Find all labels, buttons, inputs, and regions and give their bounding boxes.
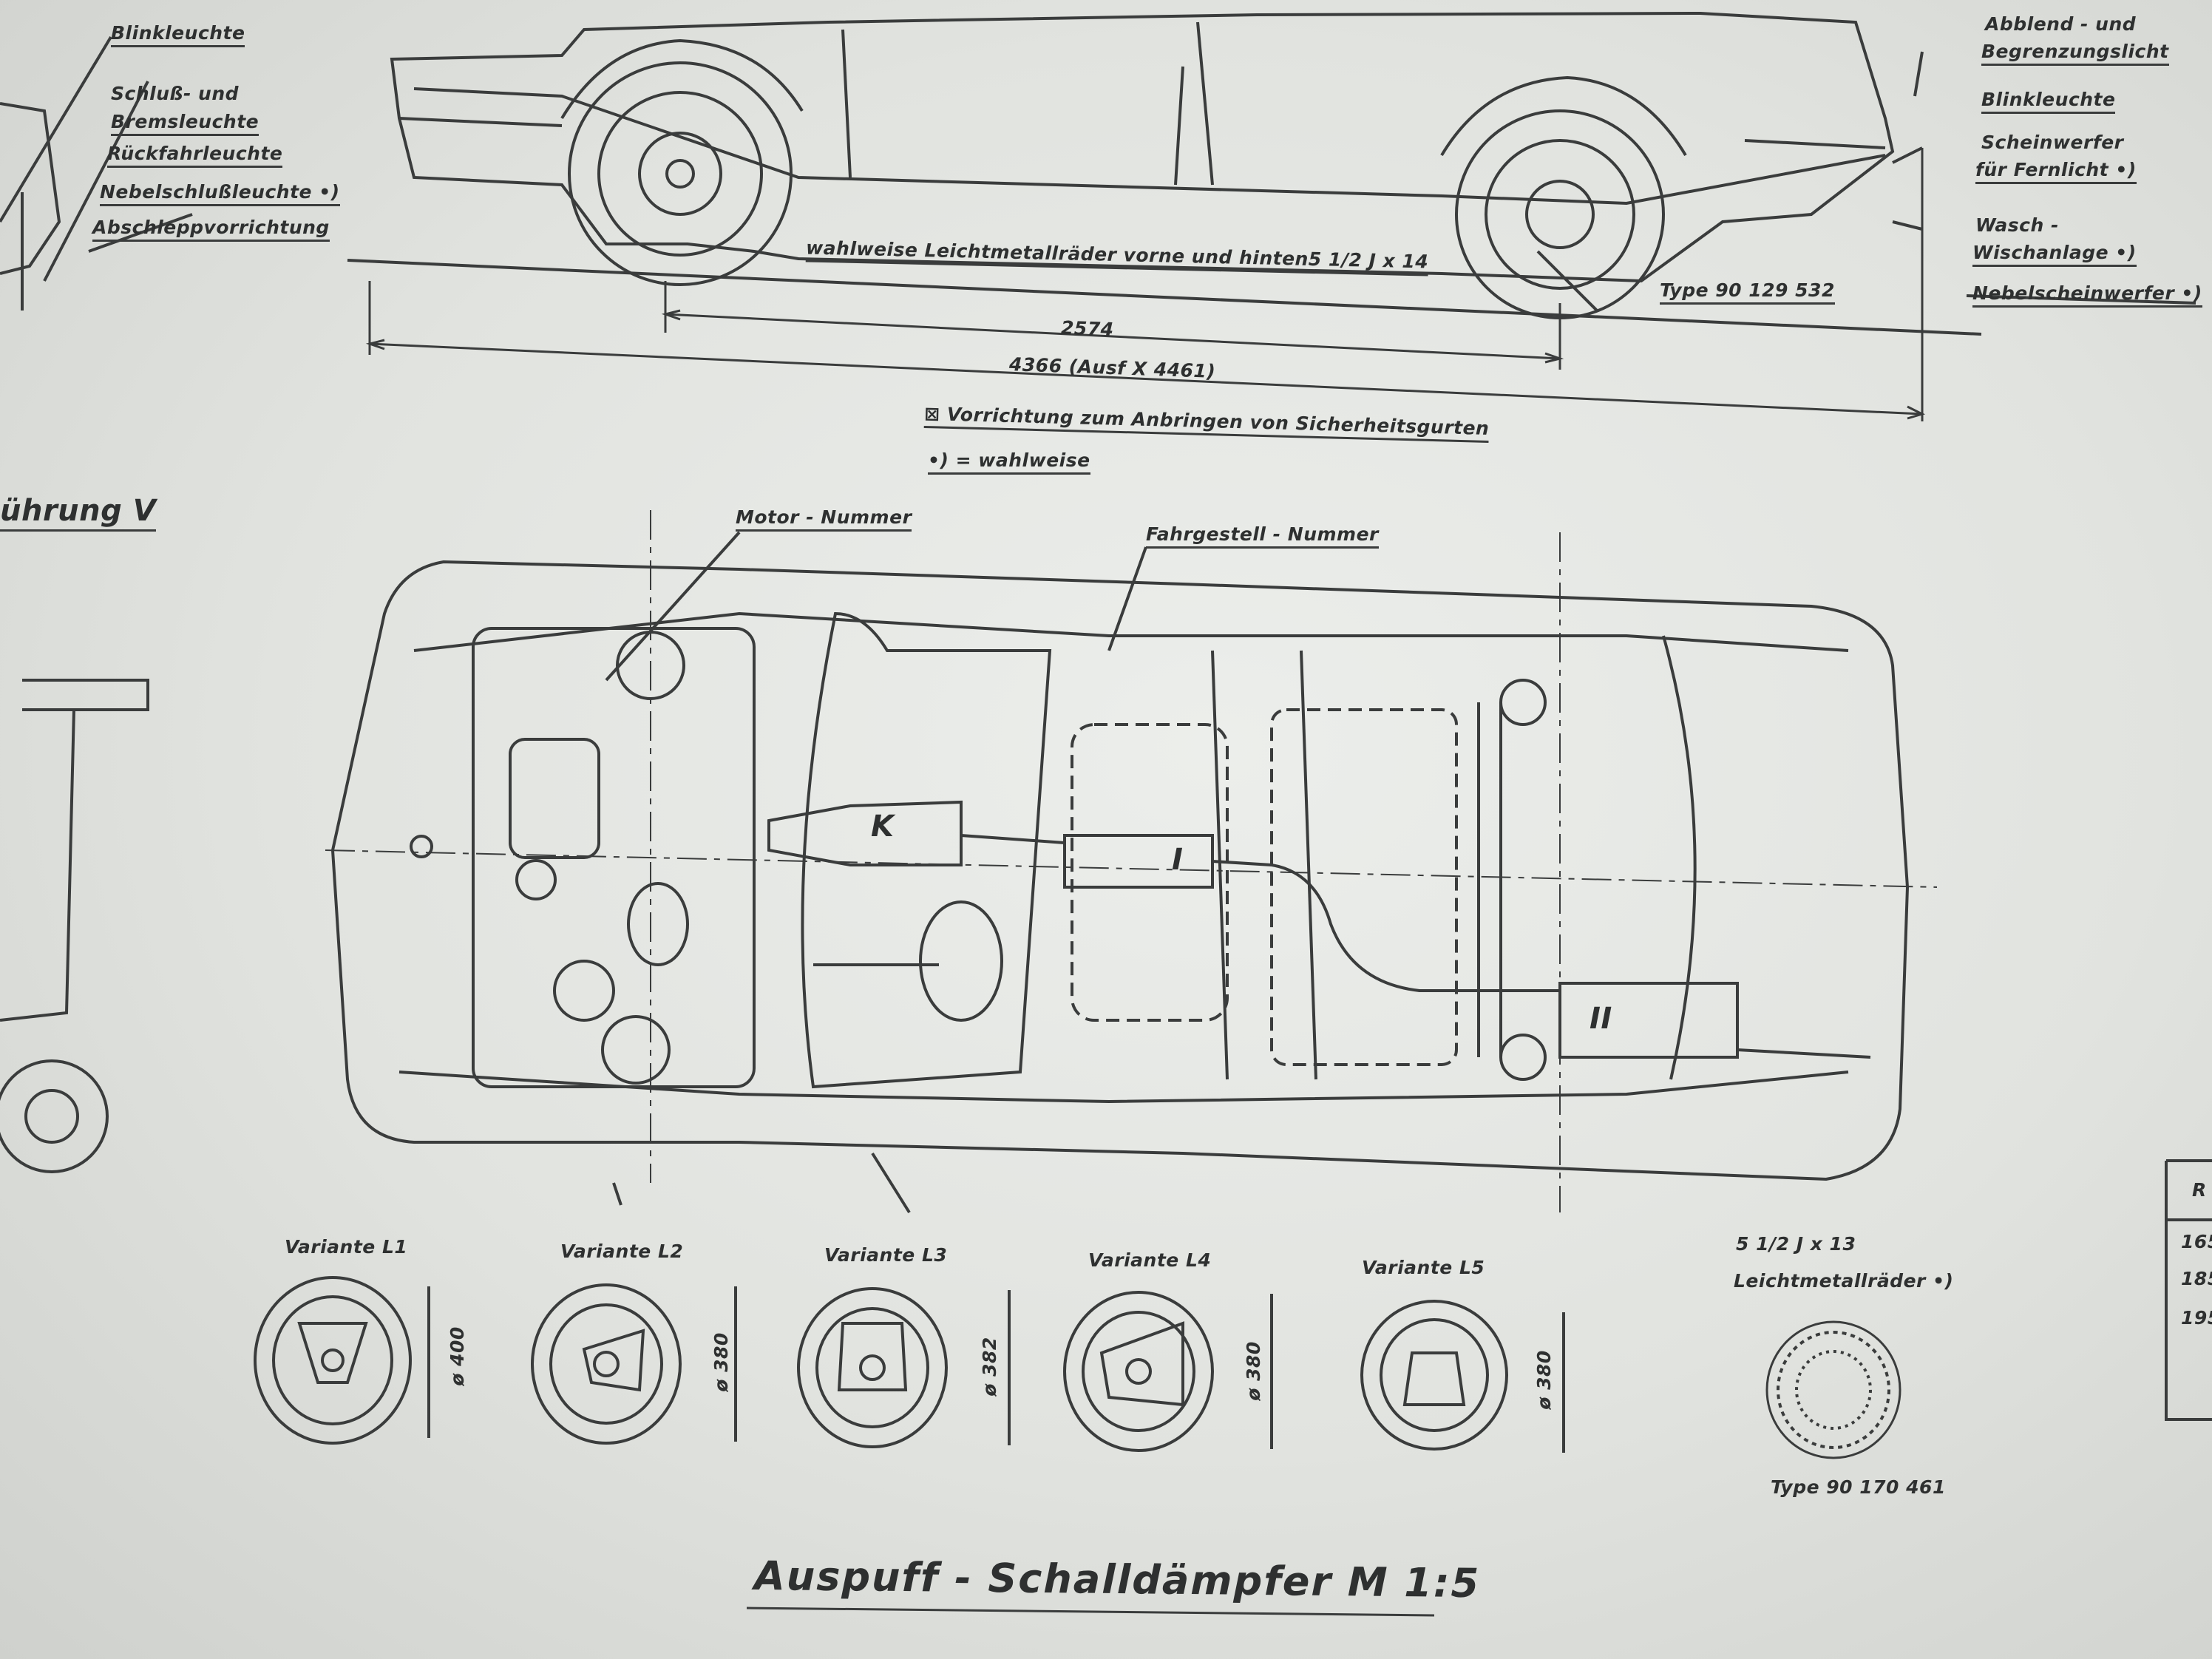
label-abschleppvorrichtung: Abschleppvorrichtung: [92, 217, 330, 242]
steering-wheel-drawings: [254, 1276, 1901, 1459]
label-wischanlage: Wischanlage •): [1972, 242, 2137, 267]
alloy-wheel-label: Leichtmetallräder •): [1734, 1270, 1954, 1292]
label-begrenzungslicht: Begrenzungslicht: [1981, 41, 2169, 66]
chassis-number-label: Fahrgestell - Nummer: [1146, 523, 1379, 549]
alloy-wheel-type: Type 90 170 461: [1771, 1476, 1946, 1498]
variant-l5-label: Variante L5: [1362, 1257, 1485, 1278]
label-blinkleuchte-left: Blinkleuchte: [111, 22, 245, 47]
variant-l3-diameter: ø 382: [978, 1337, 1000, 1397]
variant-l4-diameter: ø 380: [1242, 1341, 1264, 1401]
table-cell-185: 185: [2181, 1268, 2212, 1289]
catalytic-converter-label: K: [871, 810, 895, 844]
label-rueckfahrleuchte: Rückfahrleuchte: [107, 143, 283, 168]
label-fernlicht: für Fernlicht •): [1975, 159, 2137, 184]
variant-l4-label: Variante L4: [1088, 1249, 1212, 1271]
motor-number-label: Motor - Nummer: [736, 506, 912, 532]
section-title-fragment: ührung V: [0, 494, 157, 532]
label-scheinwerfer: Scheinwerfer: [1981, 132, 2124, 153]
optional-note: •) = wahlweise: [928, 449, 1090, 475]
label-schluss-und: Schluß- und: [111, 83, 240, 104]
side-view-type: Type 90 129 532: [1660, 279, 1835, 305]
muffler-1-label: I: [1172, 843, 1184, 877]
exhaust-title: Auspuff - Schalldämpfer M 1:5: [753, 1552, 1481, 1607]
dimension-lines: [365, 148, 1926, 421]
side-view-car: [0, 11, 2196, 336]
wheelbase-dimension: 2574: [1060, 316, 1115, 341]
variant-l2-diameter: ø 380: [710, 1332, 732, 1392]
table-cell-165: 165: [2181, 1231, 2212, 1252]
alloy-wheel-size: 5 1/2 J x 13: [1736, 1233, 1856, 1255]
label-blinkleuchte-right: Blinkleuchte: [1981, 89, 2116, 114]
variant-l3-label: Variante L3: [824, 1244, 948, 1266]
label-nebelschlussleuchte: Nebelschlußleuchte •): [100, 181, 340, 206]
label-nebelscheinwerfer: Nebelscheinwerfer •): [1972, 282, 2202, 308]
label-bremsleuchte: Bremsleuchte: [111, 111, 259, 136]
label-wasch: Wasch -: [1975, 214, 2059, 236]
variant-l1-diameter: ø 400: [446, 1326, 468, 1386]
variant-l5-diameter: ø 380: [1533, 1350, 1555, 1410]
table-header-fragment: R: [2192, 1179, 2207, 1201]
variant-l2-label: Variante L2: [560, 1241, 684, 1262]
label-abblend: Abblend - und: [1985, 13, 2137, 35]
variant-l1-label: Variante L1: [285, 1236, 408, 1258]
muffler-2-label: II: [1590, 1002, 1612, 1036]
top-view-car: [0, 510, 1938, 1214]
table-cell-195: 195: [2181, 1307, 2212, 1329]
